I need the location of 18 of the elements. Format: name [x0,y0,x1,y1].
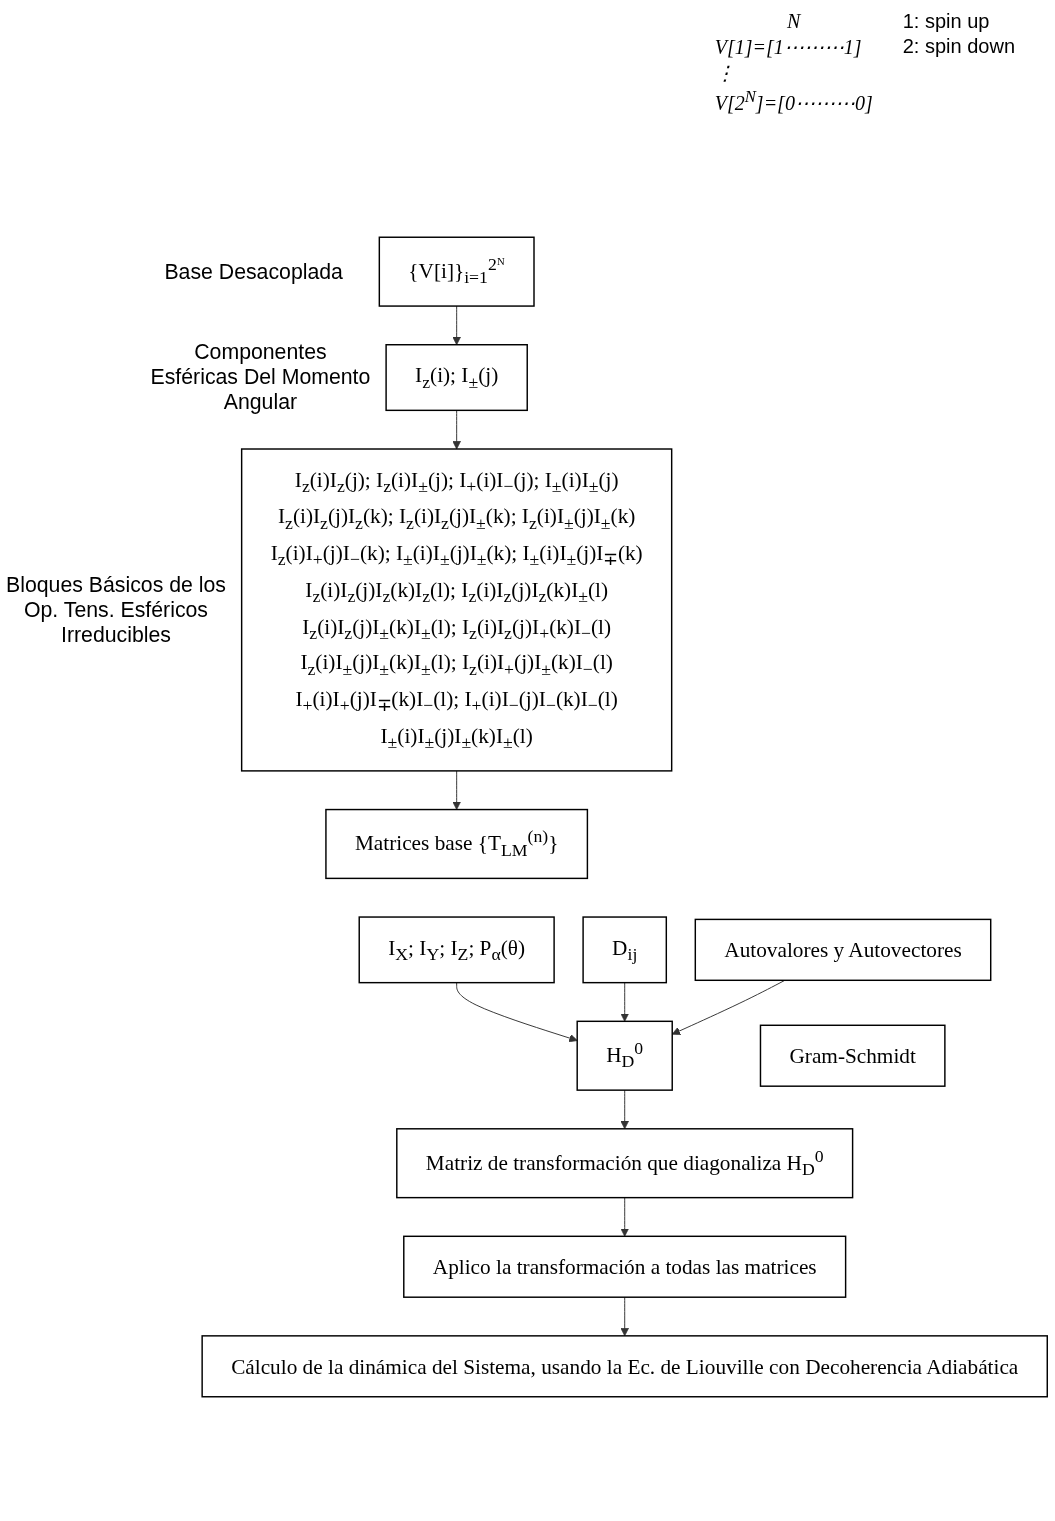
vector-formula: V[1]=[1⋯⋯⋯1] [714,35,863,59]
node-box: Aplico la transformación a todas las matrices [403,1235,847,1298]
vector-formula: V[2$^{N}$]=[0⋯⋯⋯0] [714,87,873,115]
brace-label: N [786,10,802,33]
side-caption: Base Desacoplada [163,258,344,284]
ellipsis: ⋮ [714,61,736,85]
side-caption: Componentes Esféricas Del Momento Angular [149,339,372,415]
node-box: I$_{z}$(i)I$_{z}$(j); I$_{z}$(i)I$_{±}$(j); I$_{+}$(i)I$_{−}$(j); I$_{±}$(i)I$_{±}$(j) I$_{z}$(i)I$_{z}$(j)I$_{z}$(k); I$_{z}$(i)I$_{z}$(j)I$_{±}$(k); I$_{z}$(i)I$_{±}$(j)I$_{±}$(k) I$_{z}$(i)I$_{+}$(j)I$_{−}$(k); I$_{±}$(i)I$_{±}$(j)I$_{±}$(k); I$_{±}$(i)I$_{±}$(j)I$_{∓}$(k) I$_{z}$(i)I$_{z}$(j)I$_{z}$(k)I$_{z}$(l); I$_{z}$(i)I$_{z}$(j)I$_{z}$(k)I$_{±}$(l) I$_{z}$(i)I$_{z}$(j)I$_{±}$(k)I$_{±}$(l); I$_{z}$(i)I$_{z}$(j)I$_{+}$(k)I$_{−}$(l) I$_{z}$(i)I$_{±}$(j)I$_{±}$(k)I$_{±}$(l); I$_{z}$(i)I$_{+}$(j)I$_{±}$(k)I$_{−}$(l) I$_{+}$(i)I$_{+}$(j)I$_{∓}$(k)I$_{−}$(l); I$_{+}$(i)I$_{−}$(j)I$_{−}$(k)I$_{−}$(l) I$_{±}$(i)I$_{±}$(j)I$_{±}$(k)I$_{±}$(l) [240,447,673,772]
node-box: I$_{X}$; I$_{Y}$; I$_{Z}$; P$_{α}$(θ) [358,915,555,984]
node-box: Matrices base {T$_{LM}$$^{(n)}$} [325,808,589,879]
node-box: Gram-Schmidt [759,1024,946,1087]
node-box: D$_{ij}$ [582,915,668,984]
node-box: Autovalores y Autovectores [694,918,992,981]
node-box: I$_{z}$(i); I$_{±}$(j) [385,343,528,411]
node-box: Cálculo de la dinámica del Sistema, usando la Ec. de Liouville con Decoherencia Adiabática [201,1334,1048,1398]
legend-text: 2: spin down [902,35,1015,58]
side-caption: Bloques Básicos de los Op. Tens. Esféricos Irreducibles [5,571,227,648]
legend-text: 1: spin up [902,10,991,33]
